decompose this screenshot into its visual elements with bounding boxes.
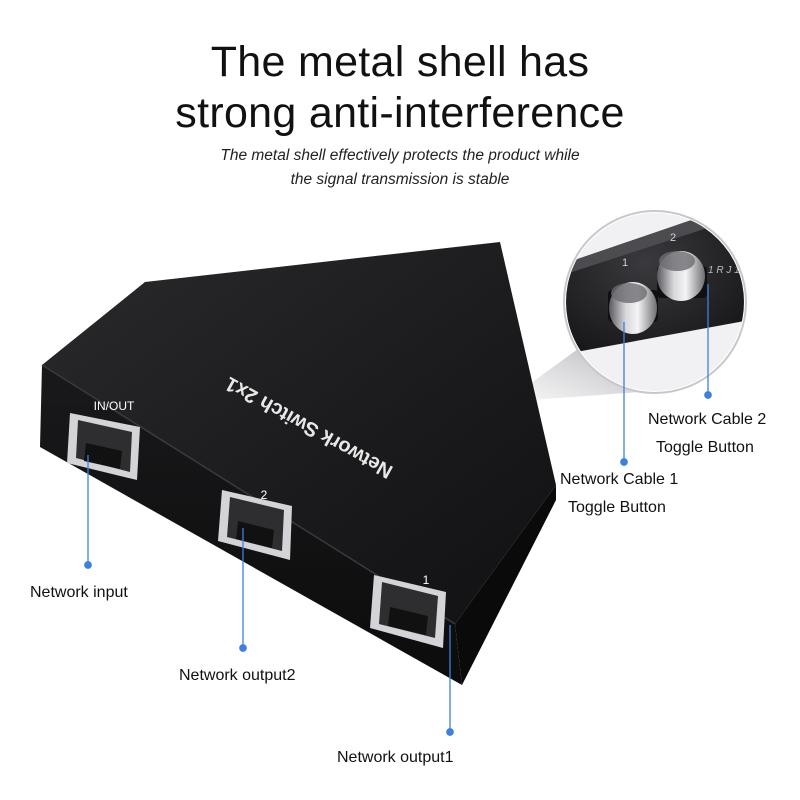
zoom-button-number-2: 2 xyxy=(670,232,676,244)
callout-network-output2: Network output2 xyxy=(179,667,296,684)
headline-line-1: The metal shell has xyxy=(210,38,590,86)
callout-cable1-line1: Network Cable 1 xyxy=(560,471,679,488)
zoom-beam xyxy=(505,346,640,402)
callout-network-input: Network input xyxy=(30,584,128,601)
switch-device: Network Switch 2x1 IN/OUT 2 1 xyxy=(40,242,556,685)
rj45-port-inout xyxy=(67,413,140,480)
toggle-button-2 xyxy=(657,251,707,301)
rj45-port-1 xyxy=(370,575,446,648)
subtitle-line-1: The metal shell effectively protects the… xyxy=(220,147,580,164)
rj45-port-2 xyxy=(218,490,292,560)
toggle-button-1 xyxy=(608,282,658,334)
callout-cable2-line1: Network Cable 2 xyxy=(648,411,767,428)
callout-network-output1: Network output1 xyxy=(337,749,454,766)
headline-line-2: strong anti-interference xyxy=(175,89,625,137)
device-top-face xyxy=(42,242,556,624)
port-label-inout: IN/OUT xyxy=(94,399,135,413)
port-label-2: 2 xyxy=(261,488,268,502)
subtitle-line-2: the signal transmission is stable xyxy=(290,171,510,188)
callout-cable1-line2: Toggle Button xyxy=(568,499,666,516)
callout-cable2-line2: Toggle Button xyxy=(656,439,754,456)
device-side-face xyxy=(455,485,556,685)
zoom-button-number-1: 1 xyxy=(622,257,628,269)
port-label-1: 1 xyxy=(423,573,430,587)
zoom-edge-print: 1 R J 1 xyxy=(708,265,740,276)
callout-lines xyxy=(84,284,712,736)
